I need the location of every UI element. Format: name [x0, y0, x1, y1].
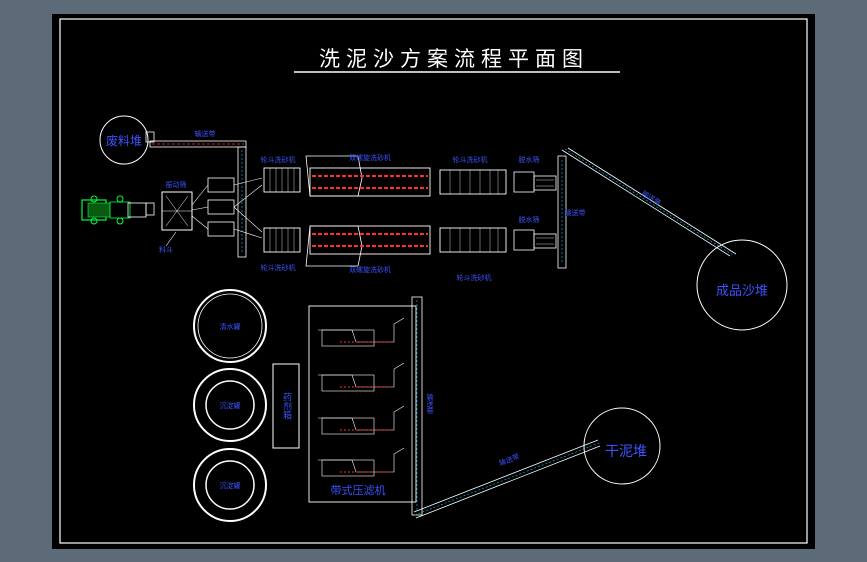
waste-pile-label: 废料堆: [106, 133, 142, 148]
drawing-title: 洗泥沙方案流程平面图: [319, 47, 589, 71]
filter-press-building: 带式压滤机: [308, 305, 417, 503]
lower-wheel-washer-label: 轮斗洗砂机: [261, 263, 296, 272]
clear-water-tank-label: 清水罐: [220, 322, 241, 331]
sludge-tank-1-label: 沉淀罐: [220, 401, 241, 410]
sludge-tank-1: 沉淀罐: [193, 368, 267, 442]
distribution-boxes: [191, 177, 263, 239]
waste-conveyor: 输送带: [145, 129, 247, 258]
upper-screw-washer-label: 双螺旋洗砂机: [349, 153, 391, 162]
chemical-dosing-label: 药剂箱: [281, 392, 292, 420]
lower-wash-line: 轮斗洗砂机 双螺旋洗砂机 轮斗洗砂机 脱水筛: [261, 215, 557, 282]
lower-dewatering-label: 脱水筛: [519, 215, 540, 224]
mud-pile-label: 干泥堆: [605, 444, 647, 460]
vibrating-screen-label: 振动筛: [166, 180, 187, 189]
chemical-dosing-box: 药剂箱: [272, 363, 300, 449]
hopper-label: 料斗: [159, 245, 173, 254]
lower-screw-washer-label: 双螺旋洗砂机: [349, 265, 391, 274]
upper-right-wheel-washer-label: 轮斗洗砂机: [453, 155, 488, 164]
lower-right-wheel-washer-label: 轮斗洗砂机: [457, 273, 492, 282]
upper-dewatering-label: 脱水筛: [519, 155, 540, 164]
sand-pile-label: 成品沙堆: [716, 284, 768, 299]
drawing-border: [59, 18, 808, 544]
filter-press-vertical-conveyor: 输送带: [411, 296, 434, 516]
sheet-background: [52, 14, 815, 549]
sludge-tank-2-label: 沉淀罐: [220, 481, 241, 490]
upper-wash-line: 轮斗洗砂机 双螺旋洗砂机 轮斗洗砂机 脱水筛: [261, 153, 557, 197]
conveyor-top-label: 输送带: [195, 129, 216, 138]
mud-pile: 干泥堆: [583, 407, 661, 485]
right-vertical-conveyor: 输送带: [557, 155, 586, 269]
filter-press-label: 带式压滤机: [331, 483, 386, 497]
clear-water-tank: 清水罐: [193, 289, 267, 363]
waste-pile: 废料堆: [99, 115, 149, 165]
conveyor-mid-label: 输送带: [565, 208, 586, 217]
sand-pile: 成品沙堆: [696, 239, 788, 331]
feed-hopper: 振动筛 料斗: [145, 180, 193, 254]
upper-wheel-washer-label: 轮斗洗砂机: [261, 155, 296, 164]
sludge-tank-2: 沉淀罐: [193, 448, 267, 522]
conveyor-vertical-label: 输送带: [426, 393, 434, 416]
